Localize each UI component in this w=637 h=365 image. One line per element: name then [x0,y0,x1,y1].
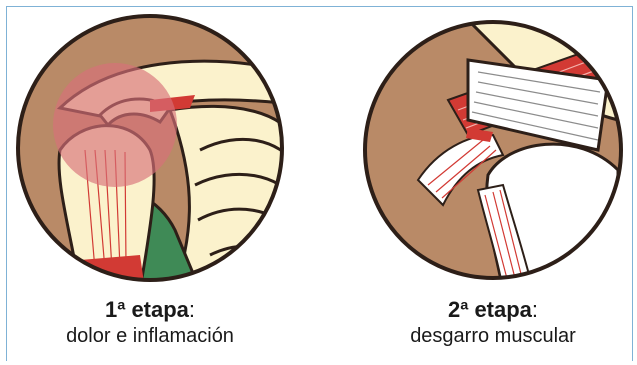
stage-2-label: 2ª etapa [448,297,532,322]
stage-2-title: 2ª etapa: [353,297,633,323]
stage-2-colon: : [532,297,538,322]
stage-1-label: 1ª etapa [105,297,189,322]
stage-2-illustration [318,0,637,290]
stage-1-colon: : [189,297,195,322]
stage-1-illustration [0,0,320,290]
inflammation-area [53,63,177,187]
stage-1-description: dolor e inflamación [10,323,290,349]
stage-2-caption: 2ª etapa: desgarro muscular [353,297,633,349]
stage-1-caption: 1ª etapa: dolor e inflamación [10,297,290,349]
stage-1-title: 1ª etapa: [10,297,290,323]
stage-2-description: desgarro muscular [353,323,633,349]
